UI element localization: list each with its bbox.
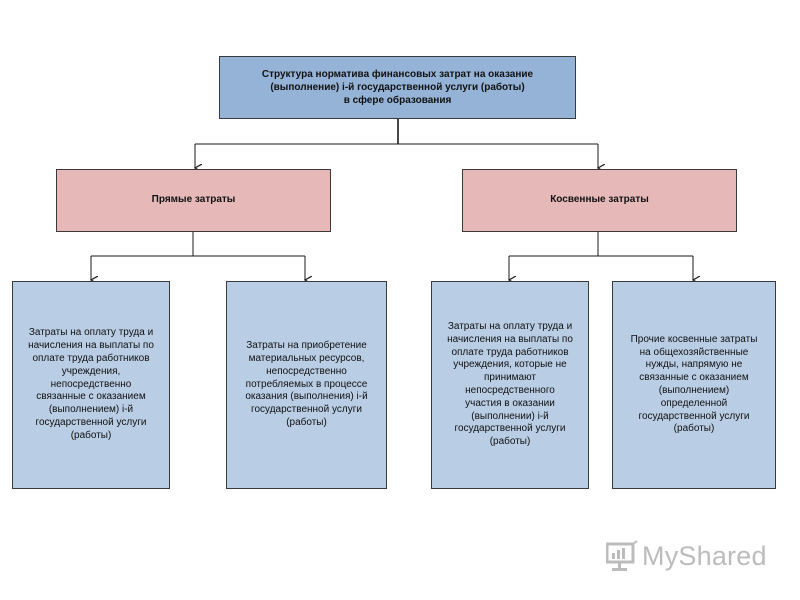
leaf-node-indirect-other: Прочие косвенные затраты на общехозяйств…	[612, 281, 776, 489]
branch-node-direct-costs-label: Прямые затраты	[151, 194, 236, 206]
leaf-node-direct-labor-label: Затраты на оплату труда и начисления на …	[28, 327, 154, 441]
leaf-node-indirect-other-label: Прочие косвенные затраты на общехозяйств…	[630, 333, 758, 435]
leaf-node-direct-labor: Затраты на оплату труда и начисления на …	[12, 281, 170, 489]
branch-node-indirect-costs-label: Косвенные затраты	[550, 194, 649, 206]
root-node-label: Структура норматива финансовых затрат на…	[261, 69, 534, 106]
leaf-node-direct-materials: Затраты на приобретение материальных рес…	[226, 281, 387, 489]
branch-node-indirect-costs: Косвенные затраты	[462, 169, 737, 232]
root-node: Структура норматива финансовых затрат на…	[219, 56, 576, 119]
branch-node-direct-costs: Прямые затраты	[56, 169, 331, 232]
leaf-node-indirect-labor: Затраты на оплату труда и начисления на …	[431, 281, 589, 489]
leaf-node-direct-materials-label: Затраты на приобретение материальных рес…	[245, 340, 368, 428]
presentation-board-icon	[605, 540, 638, 572]
watermark-logo: MyShared	[605, 537, 776, 575]
leaf-node-indirect-labor-label: Затраты на оплату труда и начисления на …	[447, 321, 573, 448]
watermark-text: MyShared	[642, 540, 767, 571]
